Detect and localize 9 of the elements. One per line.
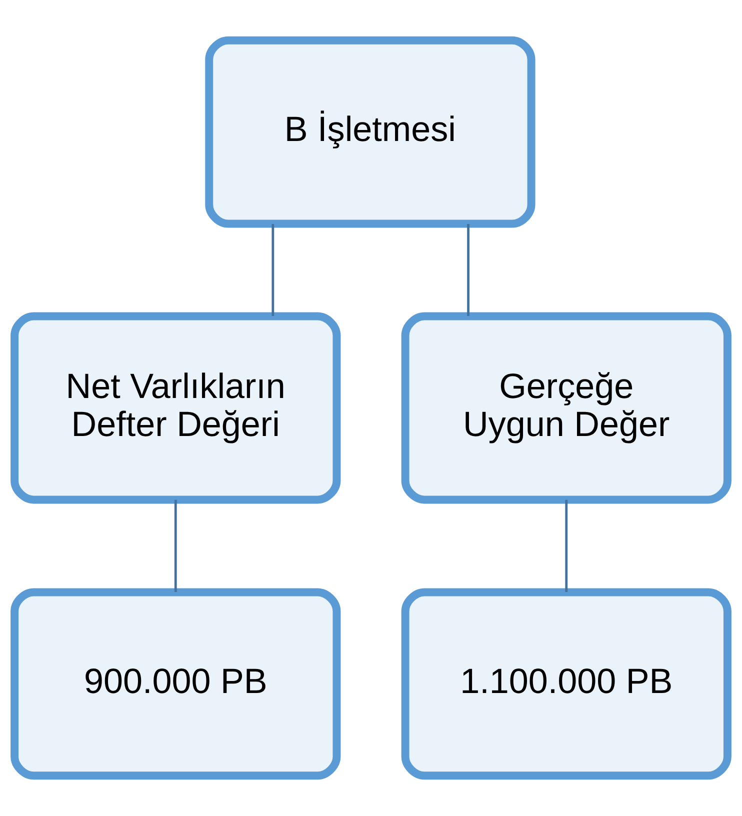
connector <box>565 500 568 592</box>
connector <box>467 224 470 316</box>
connector <box>174 500 177 592</box>
connector <box>272 224 274 316</box>
node-box: Gerçeğe Uygun Değer <box>401 312 732 504</box>
node-box: B İşletmesi <box>205 36 536 228</box>
node-box: 900.000 PB <box>10 588 341 780</box>
node-box: 1.100.000 PB <box>401 588 732 780</box>
node-box: Net Varlıkların Defter Değeri <box>10 312 341 504</box>
